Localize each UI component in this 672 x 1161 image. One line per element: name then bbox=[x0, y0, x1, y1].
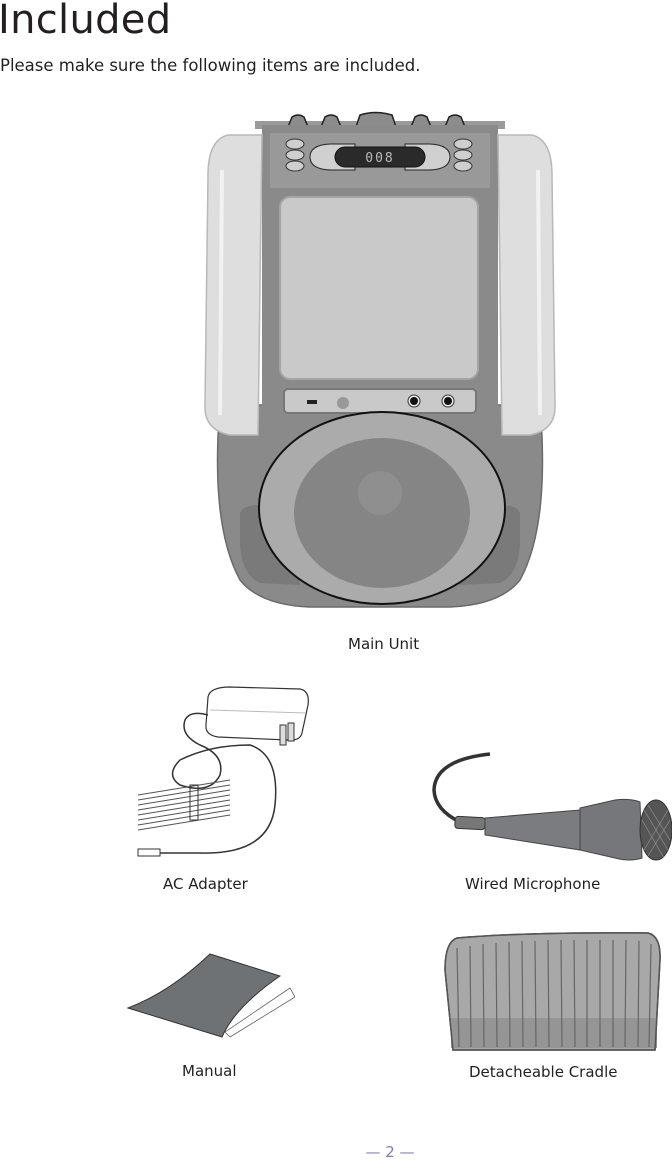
page-number: — 2 — bbox=[365, 1143, 415, 1161]
cradle-label: Detacheable Cradle bbox=[469, 1063, 618, 1081]
wired-microphone-label: Wired Microphone bbox=[465, 875, 601, 893]
cradle-illustration bbox=[443, 930, 663, 1055]
microphone-icon bbox=[432, 752, 672, 861]
manual-label: Manual bbox=[182, 1062, 237, 1080]
microphone-illustration bbox=[430, 750, 672, 865]
manual-booklet-icon bbox=[126, 953, 296, 1038]
page-title: Included bbox=[0, 0, 172, 43]
cradle-icon bbox=[444, 932, 661, 1051]
ac-adapter-illustration bbox=[130, 685, 315, 860]
display-readout: 008 bbox=[365, 151, 394, 166]
ac-adapter-label: AC Adapter bbox=[163, 875, 248, 893]
manual-illustration bbox=[125, 952, 296, 1042]
main-unit-illustration: 008 bbox=[200, 105, 560, 615]
ac-adapter-icon bbox=[137, 686, 309, 857]
main-unit-label: Main Unit bbox=[348, 635, 420, 653]
page-subtitle: Please make sure the following items are… bbox=[0, 56, 421, 75]
karaoke-machine-icon: 008 bbox=[204, 111, 556, 608]
